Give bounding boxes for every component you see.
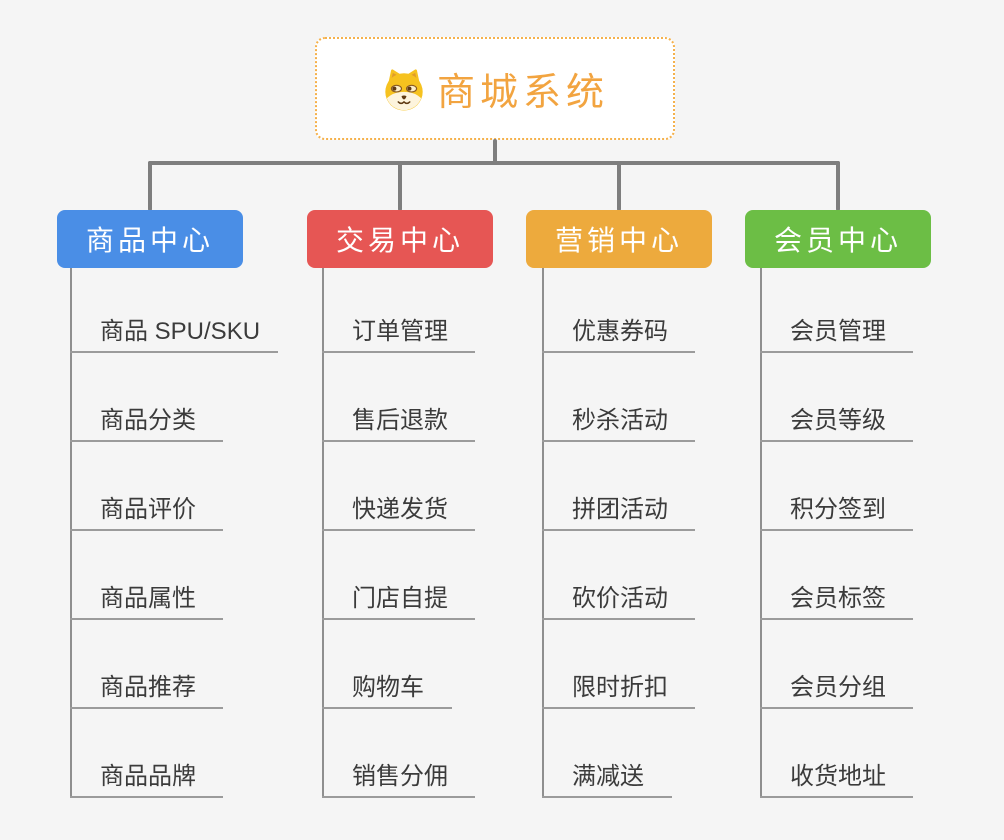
child-node-b1-i4[interactable]: 商品属性 [70, 574, 223, 620]
child-node-b2-i5[interactable]: 购物车 [322, 663, 452, 709]
child-node-b3-i6[interactable]: 满减送 [542, 752, 672, 798]
connector-drop-branch-1 [148, 161, 152, 211]
branch-node-label: 营销中心 [554, 225, 683, 256]
branch-node-marketing-center[interactable]: 营销中心 [526, 210, 712, 268]
root-node-label: 商城系统 [436, 72, 609, 114]
branch-node-label: 会员中心 [773, 225, 902, 256]
child-node-b3-i1[interactable]: 优惠券码 [542, 307, 695, 353]
child-node-b3-i3[interactable]: 拼团活动 [542, 485, 695, 531]
child-node-b2-i1[interactable]: 订单管理 [322, 307, 475, 353]
child-node-b2-i6[interactable]: 销售分佣 [322, 752, 475, 798]
branch-node-label: 商品中心 [85, 225, 214, 256]
child-node-b2-i2[interactable]: 售后退款 [322, 396, 475, 442]
child-node-b1-i2[interactable]: 商品分类 [70, 396, 223, 442]
child-node-b3-i5[interactable]: 限时折扣 [542, 663, 695, 709]
connector-drop-branch-2 [398, 161, 402, 211]
child-node-b1-i3[interactable]: 商品评价 [70, 485, 223, 531]
root-node[interactable]: 商城系统 [315, 37, 675, 140]
connector-root-drop [493, 139, 497, 165]
child-node-b2-i4[interactable]: 门店自提 [322, 574, 475, 620]
connector-drop-branch-4 [836, 161, 840, 211]
branch-node-member-center[interactable]: 会员中心 [745, 210, 931, 268]
child-node-b2-i3[interactable]: 快递发货 [322, 485, 475, 531]
branch-3-child-line [542, 268, 544, 798]
child-node-b1-i1[interactable]: 商品 SPU/SKU [70, 307, 278, 353]
child-node-b1-i5[interactable]: 商品推荐 [70, 663, 223, 709]
connector-horizontal [148, 161, 840, 165]
child-node-b4-i6[interactable]: 收货地址 [760, 752, 913, 798]
branch-1-child-line [70, 268, 72, 798]
connector-drop-branch-3 [617, 161, 621, 211]
child-node-b4-i4[interactable]: 会员标签 [760, 574, 913, 620]
child-node-b4-i1[interactable]: 会员管理 [760, 307, 913, 353]
child-node-b1-i6[interactable]: 商品品牌 [70, 752, 223, 798]
branch-2-child-line [322, 268, 324, 798]
child-node-b4-i3[interactable]: 积分签到 [760, 485, 913, 531]
child-node-b4-i5[interactable]: 会员分组 [760, 663, 913, 709]
child-node-b3-i2[interactable]: 秒杀活动 [542, 396, 695, 442]
child-node-b3-i4[interactable]: 砍价活动 [542, 574, 695, 620]
branch-4-child-line [760, 268, 762, 798]
branch-node-trade-center[interactable]: 交易中心 [307, 210, 493, 268]
child-node-b4-i2[interactable]: 会员等级 [760, 396, 913, 442]
branch-node-label: 交易中心 [335, 225, 464, 256]
dog-face-icon [385, 68, 423, 111]
branch-node-product-center[interactable]: 商品中心 [57, 210, 243, 268]
